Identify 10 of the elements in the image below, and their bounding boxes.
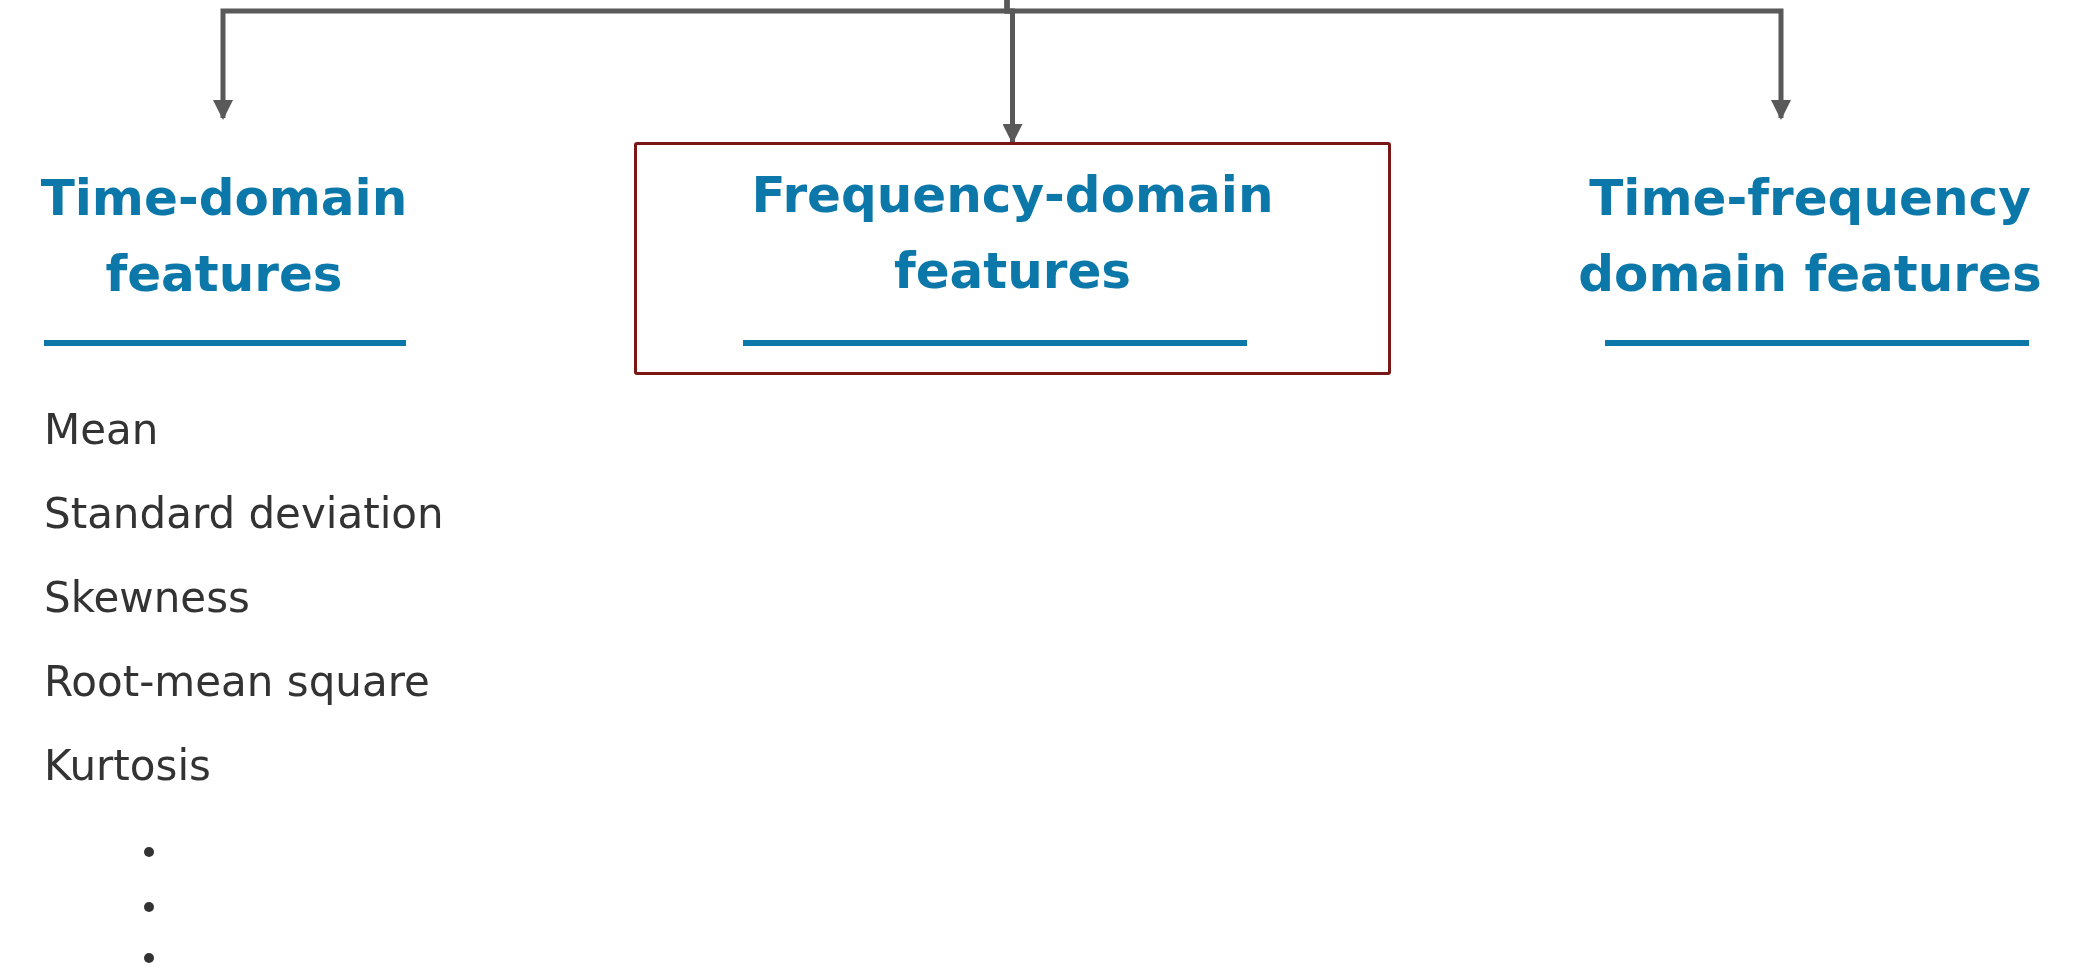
list-item: Standard deviation	[44, 488, 444, 540]
heading: Frequency-domain features	[750, 165, 1275, 302]
list-item: Root-mean square	[44, 656, 430, 708]
arrow	[1004, 0, 1791, 120]
highlight-frame	[634, 142, 1391, 375]
heading: Time-domain features	[14, 160, 434, 312]
list-item: Mean	[44, 404, 159, 456]
list-item: Kurtosis	[44, 740, 211, 792]
list-item: Skewness	[44, 572, 250, 624]
heading: Time-frequency domain features	[1545, 160, 2075, 312]
